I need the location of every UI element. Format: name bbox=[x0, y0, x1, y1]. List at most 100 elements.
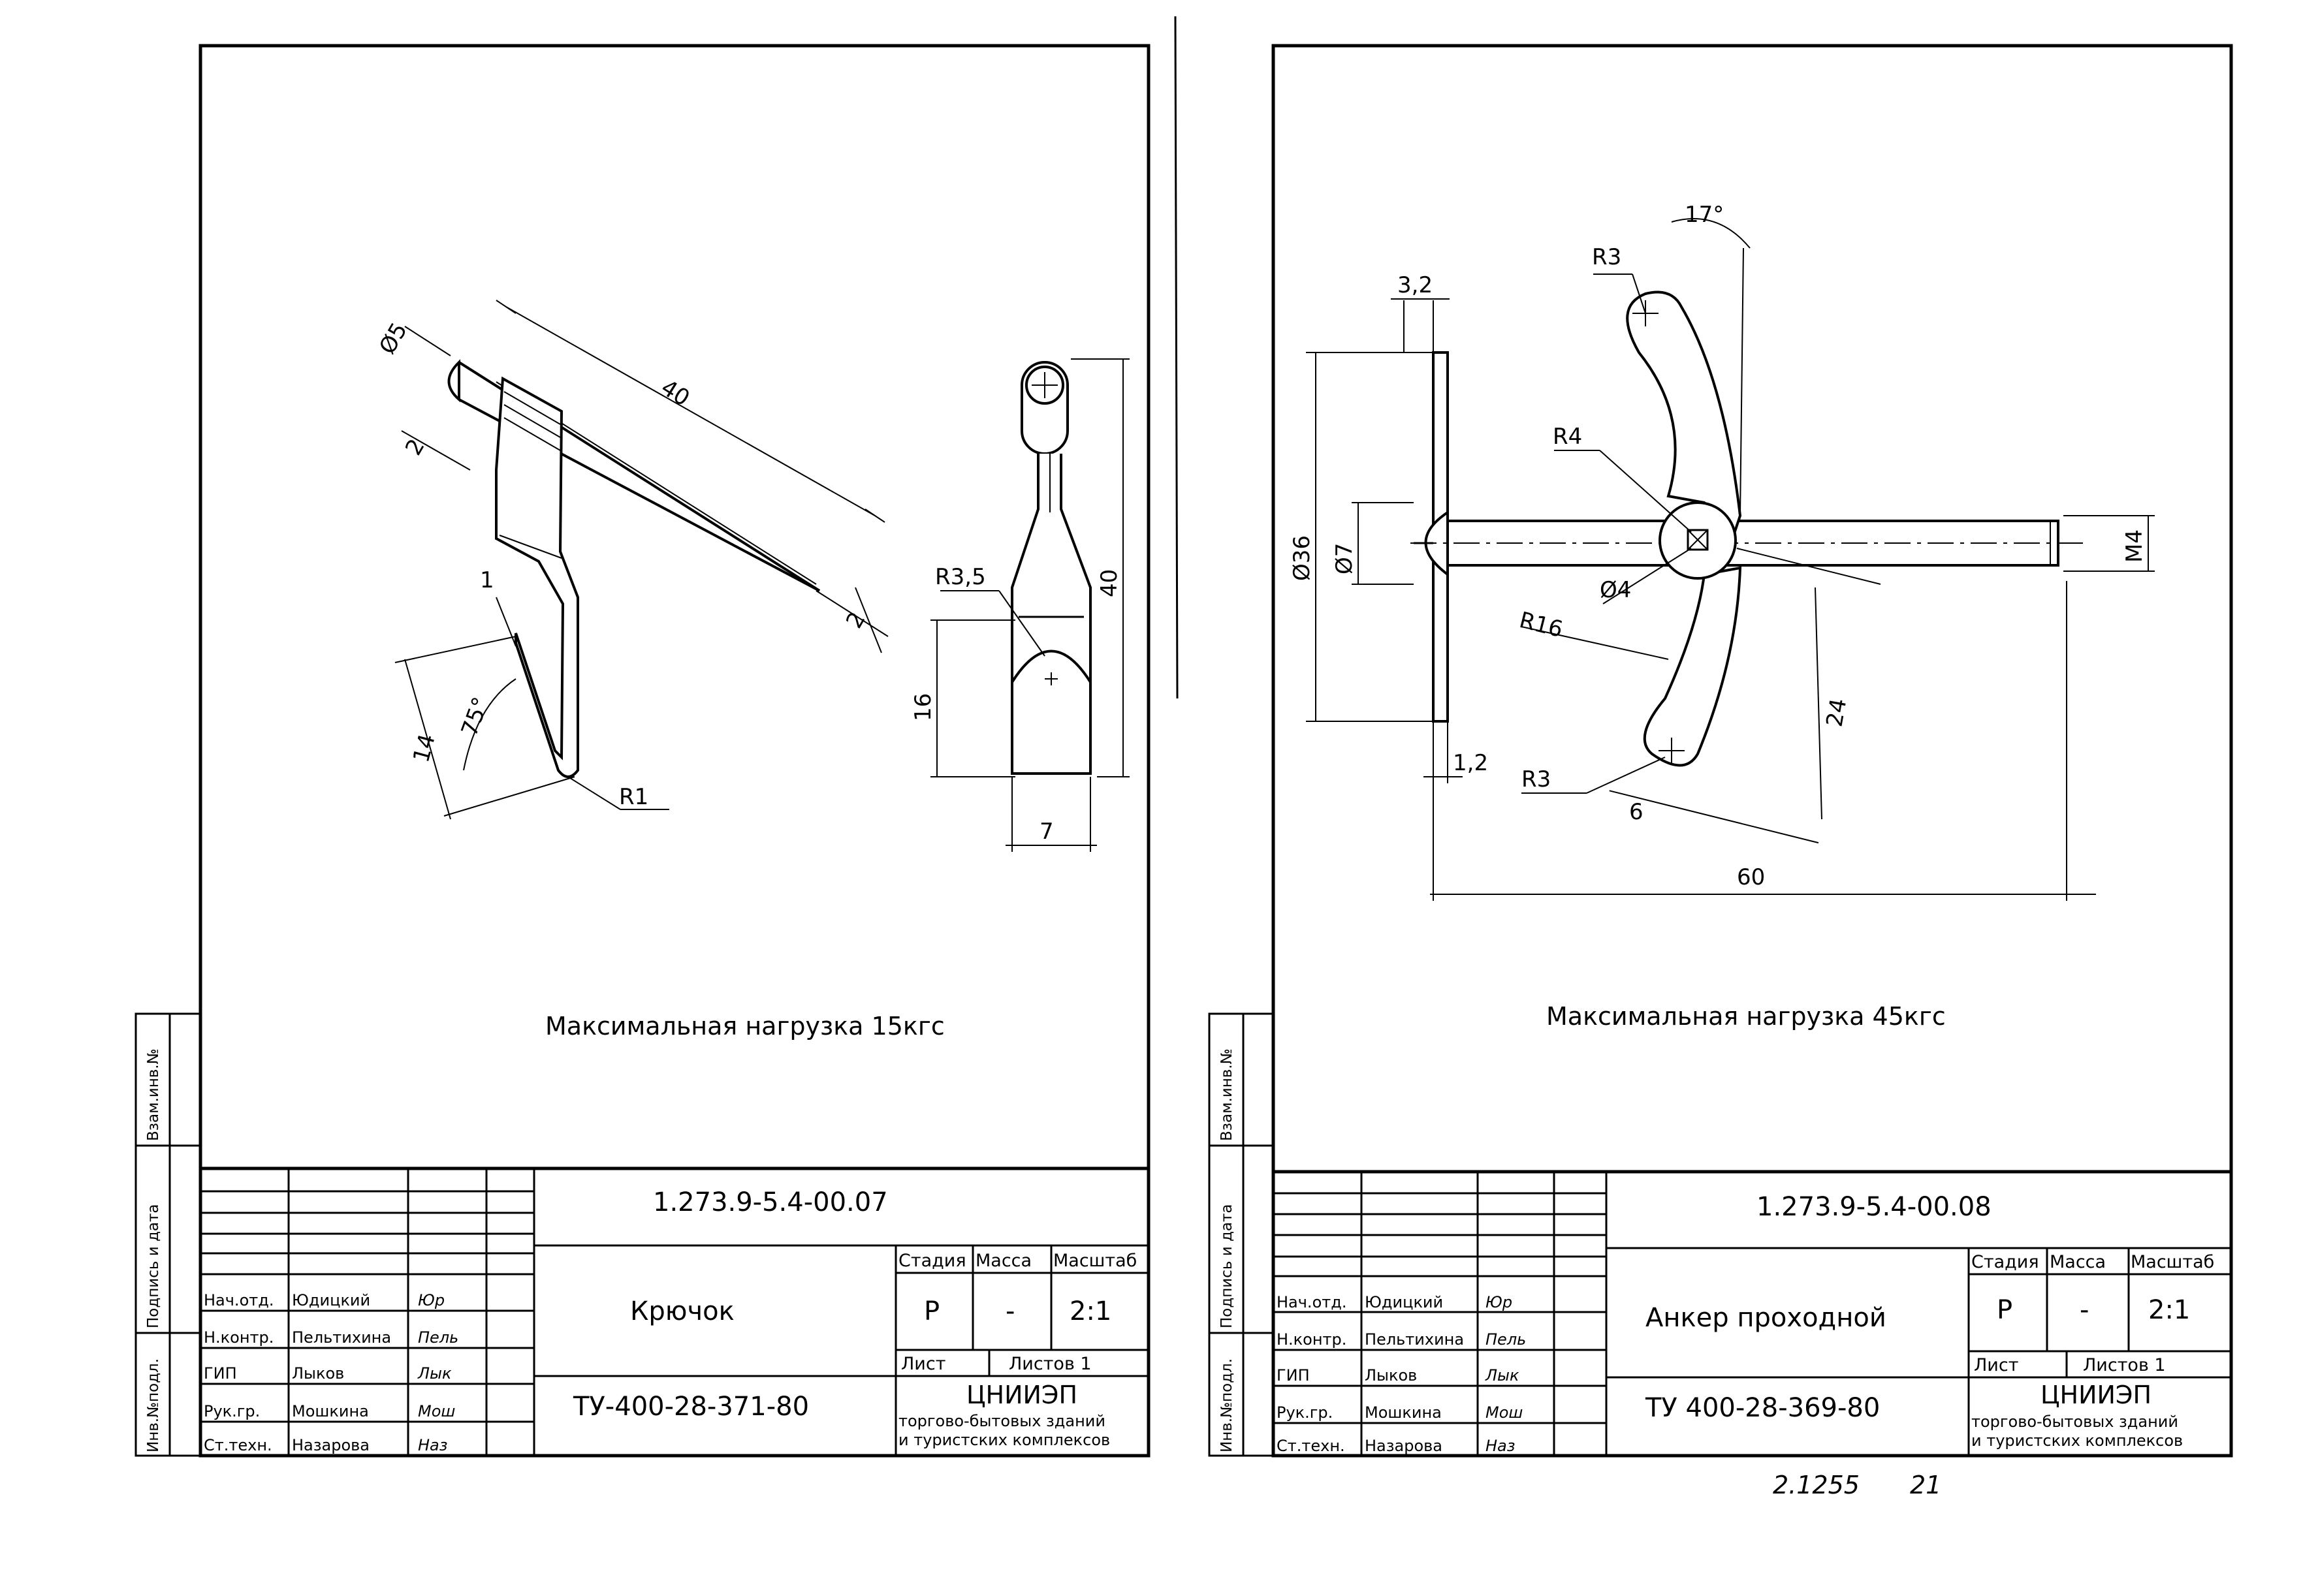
sheet-1-org-line1: торгово-бытовых зданий bbox=[898, 1412, 1105, 1430]
sheet-1-role-2: ГИП bbox=[204, 1364, 237, 1383]
sheet-2-role-2: ГИП bbox=[1277, 1366, 1310, 1385]
dim-angle-17: 17° bbox=[1685, 202, 1724, 228]
sheet-1-tu: ТУ-400-28-371-80 bbox=[573, 1392, 809, 1422]
dim-dia5: Ø5 bbox=[374, 319, 413, 359]
hook-front-view bbox=[930, 358, 1130, 852]
dim-r3-top: R3 bbox=[1592, 244, 1621, 270]
dim-dia36: Ø36 bbox=[1289, 535, 1315, 581]
sheet-2-sig-4: Наз bbox=[1485, 1437, 1516, 1455]
dim-3-2: 3,2 bbox=[1397, 272, 1433, 298]
sheet-2-title-block bbox=[1273, 1170, 2231, 1456]
sheet-1-role-0: Нач.отд. bbox=[204, 1291, 274, 1309]
dim-1-2: 1,2 bbox=[1453, 750, 1488, 776]
sheet-1-role-3: Рук.гр. bbox=[204, 1402, 260, 1420]
side-label-inv-podl-2: Инв.№подл. bbox=[1218, 1358, 1235, 1452]
dim-r4: R4 bbox=[1553, 424, 1582, 450]
dim-40-length: 40 bbox=[656, 375, 694, 412]
sheet-2-header-stage: Стадия bbox=[1971, 1252, 2039, 1272]
sheet-1-name-0: Юдицкий bbox=[292, 1291, 370, 1309]
dim-40-height: 40 bbox=[1096, 569, 1122, 597]
sheet-2-scale: 2:1 bbox=[2148, 1295, 2190, 1325]
dim-r3-5: R3,5 bbox=[935, 564, 986, 590]
sheet-2-stage: Р bbox=[1997, 1295, 2012, 1325]
dim-6: 6 bbox=[1629, 799, 1643, 825]
dim-16: 16 bbox=[910, 693, 936, 721]
sheet-1-sig-2: Лык bbox=[417, 1364, 452, 1383]
sheet-1-scale: 2:1 bbox=[1070, 1296, 1111, 1326]
sheet-1-header-scale: Масштаб bbox=[1053, 1251, 1137, 1271]
dim-2-right: 2 bbox=[841, 608, 870, 633]
dim-r1: R1 bbox=[619, 784, 648, 810]
sheet-2-org-name: ЦНИИЭП bbox=[2040, 1381, 2151, 1409]
sheet-2-role-3: Рук.гр. bbox=[1277, 1403, 1333, 1422]
sheet-2-sheet-label: Лист bbox=[1974, 1355, 2018, 1375]
sheet-1-sig-1: Пель bbox=[418, 1328, 458, 1347]
sheet-1-sig-0: Юр bbox=[418, 1291, 445, 1309]
sheet-2-name-2: Лыков bbox=[1365, 1366, 1417, 1385]
anchor-drawing bbox=[1306, 218, 2155, 901]
sheet-1-title-block bbox=[200, 1166, 1149, 1456]
sheet-2-role-1: Н.контр. bbox=[1277, 1330, 1346, 1349]
sheet-1: Инв.№подл. Подпись и дата Взам.инв.№ bbox=[135, 44, 1151, 1458]
dim-dia7: Ø7 bbox=[1331, 543, 1357, 574]
sheet-2-name-0: Юдицкий bbox=[1365, 1293, 1443, 1311]
dim-7: 7 bbox=[1040, 819, 1054, 845]
sheet-2-name-3: Мошкина bbox=[1365, 1403, 1442, 1422]
dim-24: 24 bbox=[1821, 696, 1852, 729]
side-label-sign-date: Подпись и дата bbox=[145, 1204, 162, 1328]
sheet-1-role-4: Ст.техн. bbox=[204, 1436, 272, 1454]
sheet-1-name-3: Мошкина bbox=[292, 1402, 369, 1420]
album-number: 2.1255 bbox=[1773, 1471, 1860, 1499]
sheet-2-role-4: Ст.техн. bbox=[1277, 1437, 1345, 1455]
hook-side-view bbox=[394, 300, 889, 820]
sheet-1-header-mass: Масса bbox=[976, 1251, 1032, 1271]
sheet-1-title-texts: 1.273.9-5.4-00.07 Крючок ТУ-400-28-371-8… bbox=[204, 1187, 1137, 1454]
sheet-2-header-mass: Масса bbox=[2050, 1252, 2106, 1272]
sheet-1-name-1: Пельтихина bbox=[292, 1328, 391, 1347]
sheet-2-sig-3: Мош bbox=[1485, 1403, 1523, 1422]
dim-m4: М4 bbox=[2121, 529, 2148, 563]
sheet-1-frame bbox=[198, 44, 1151, 1458]
dim-1: 1 bbox=[480, 567, 494, 593]
sheet-1-sheet-label: Лист bbox=[901, 1354, 945, 1374]
sheet-2-title-texts: 1.273.9-5.4-00.08 Анкер проходной ТУ 400… bbox=[1277, 1192, 2214, 1455]
sheet-2-side-strip: Инв.№подл. Подпись и дата Взам.инв.№ bbox=[1208, 1012, 1275, 1457]
sheet-2-title: Анкер проходной bbox=[1645, 1303, 1886, 1333]
dim-angle-75: 75° bbox=[456, 694, 494, 740]
dim-60: 60 bbox=[1737, 864, 1765, 890]
sheet-2-sig-2: Лык bbox=[1485, 1366, 1519, 1385]
sheet-1-name-2: Лыков bbox=[292, 1364, 344, 1383]
side-label-vzam-2: Взам.инв.№ bbox=[1218, 1048, 1235, 1141]
sheet-1-mass: - bbox=[1006, 1296, 1015, 1326]
sheet-2-sig-1: Пель bbox=[1485, 1330, 1526, 1349]
sheet-2-org-line2: и туристских комплексов bbox=[1971, 1432, 2183, 1450]
side-label-vzam: Взам.инв.№ bbox=[145, 1048, 162, 1141]
sheet-2-caption: Максимальная нагрузка 45кгс bbox=[1546, 1002, 1946, 1031]
sheet-2-org-line1: торгово-бытовых зданий bbox=[1971, 1413, 2178, 1431]
sheet-1-sheets-total: Листов 1 bbox=[1009, 1354, 1092, 1374]
sheet-2-doc-number: 1.273.9-5.4-00.08 bbox=[1756, 1192, 1992, 1222]
sheet-1-name-4: Назарова bbox=[292, 1436, 370, 1454]
sheet-1-header-stage: Стадия bbox=[898, 1251, 966, 1271]
sheet-1-doc-number: 1.273.9-5.4-00.07 bbox=[653, 1187, 888, 1217]
dim-dia4: Ø4 bbox=[1600, 577, 1631, 603]
sheet-2-tu: ТУ 400-28-369-80 bbox=[1645, 1393, 1880, 1423]
side-label-inv-podl: Инв.№подл. bbox=[145, 1358, 162, 1452]
sheet-1-org-name: ЦНИИЭП bbox=[966, 1381, 1077, 1409]
page-footer: 2.1255 21 bbox=[1773, 1471, 1941, 1499]
sheet-2-sheets-total: Листов 1 bbox=[2083, 1355, 2166, 1375]
sheet-2-mass: - bbox=[2080, 1295, 2089, 1325]
page-number: 21 bbox=[1910, 1471, 1941, 1499]
sheet-2-header-scale: Масштаб bbox=[2131, 1252, 2214, 1272]
sheet-2: Инв.№подл. Подпись и дата Взам.инв.№ bbox=[1208, 44, 2233, 1458]
sheet-2-role-0: Нач.отд. bbox=[1277, 1293, 1346, 1311]
sheet-1-sig-4: Наз bbox=[418, 1436, 448, 1454]
sheet-1-caption: Максимальная нагрузка 15кгс bbox=[545, 1012, 945, 1041]
sheet-1-stage: Р bbox=[924, 1296, 940, 1326]
sheet-2-frame bbox=[1271, 44, 2233, 1458]
fold-line bbox=[1174, 16, 1179, 699]
sheet-1-org-line2: и туристских комплексов bbox=[898, 1431, 1110, 1449]
sheet-1-title: Крючок bbox=[630, 1296, 735, 1326]
sheet-2-name-4: Назарова bbox=[1365, 1437, 1442, 1455]
